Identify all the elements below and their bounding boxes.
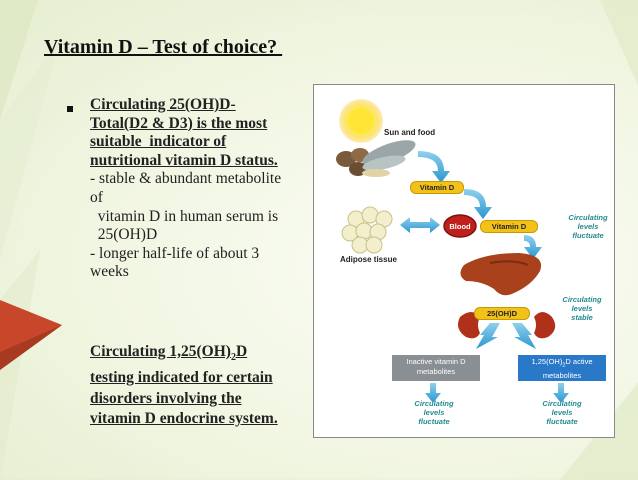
bullet-one-plain-line: - stable & abundant metabolite [90, 170, 282, 188]
kidney-icon [458, 312, 480, 339]
bullet-one-bold-line: nutritional vitamin D status. [90, 151, 278, 169]
bullet-one-bold-line: Total(D2 & D3) is the most [90, 114, 268, 132]
bullet-one-bold-line: Circulating 25(OH)D- [90, 96, 236, 113]
slide-title: Vitamin D – Test of choice? [44, 36, 283, 58]
bullet-two-line: disorders involving the [90, 389, 242, 407]
kidney-icon [534, 312, 556, 339]
food-icon [336, 140, 416, 177]
bullet-one-plain-line: - longer half-life of about 3 [90, 244, 260, 262]
arrow-icon [524, 235, 542, 259]
arrow-icon [464, 189, 492, 219]
circulating-levels-fluctuate-left-note: Circulating levels fluctuate [414, 399, 454, 426]
bullet-one-bold-line: suitable indicator of [90, 133, 227, 151]
arrow-icon [425, 383, 441, 403]
figure-artwork [336, 99, 569, 403]
circulating-levels-fluctuate-right-note: Circulating levels fluctuate [542, 399, 582, 426]
bullet-two-line: Circulating 1,25(OH)2D [90, 343, 248, 364]
vitamin-d-pill: Vitamin D [410, 181, 464, 194]
bullet-marker [67, 106, 73, 112]
liver-icon [460, 253, 542, 296]
bullet-one: Circulating 25(OH)D- Total(D2 & D3) is t… [90, 96, 315, 282]
arrow-icon [512, 323, 536, 349]
bullet-two: Circulating 1,25(OH)2D testing indicated… [90, 342, 315, 429]
arrow-icon [476, 323, 500, 349]
bullet-two-line: testing indicated for certain [90, 369, 273, 387]
vitamin-d-metabolism-figure: Sun and food Vitamin D Blood Vitamin D A… [313, 84, 615, 438]
circulating-levels-stable-note: Circulating levels stable [562, 295, 602, 322]
adipose-tissue-icon [341, 206, 393, 254]
bullet-one-plain-line: 25(OH)D [90, 226, 158, 244]
bullet-one-plain-line: vitamin D in human serum is [90, 207, 279, 225]
adipose-tissue-label: Adipose tissue [340, 255, 397, 264]
blood-icon [443, 214, 477, 238]
bullet-one-plain-line: of [90, 188, 103, 206]
inactive-metabolites-box: Inactive vitamin D metabolites [392, 355, 480, 381]
sun-and-food-label: Sun and food [384, 128, 436, 137]
25-oh-d-pill: 25(OH)D [474, 307, 530, 320]
active-metabolites-box: 1,25(OH)2D active metabolites [518, 355, 606, 381]
circulating-levels-fluctuate-note: Circulating levels fluctuate [568, 213, 608, 240]
vitamin-d-blood-pill: Vitamin D [480, 220, 538, 233]
arrow-icon [553, 383, 569, 403]
bullet-one-plain-line: weeks [90, 263, 129, 281]
arrow-icon [418, 151, 450, 183]
double-arrow-icon [400, 217, 440, 233]
blood-label: Blood [449, 222, 471, 231]
bullet-two-line: vitamin D endocrine system. [90, 409, 278, 427]
